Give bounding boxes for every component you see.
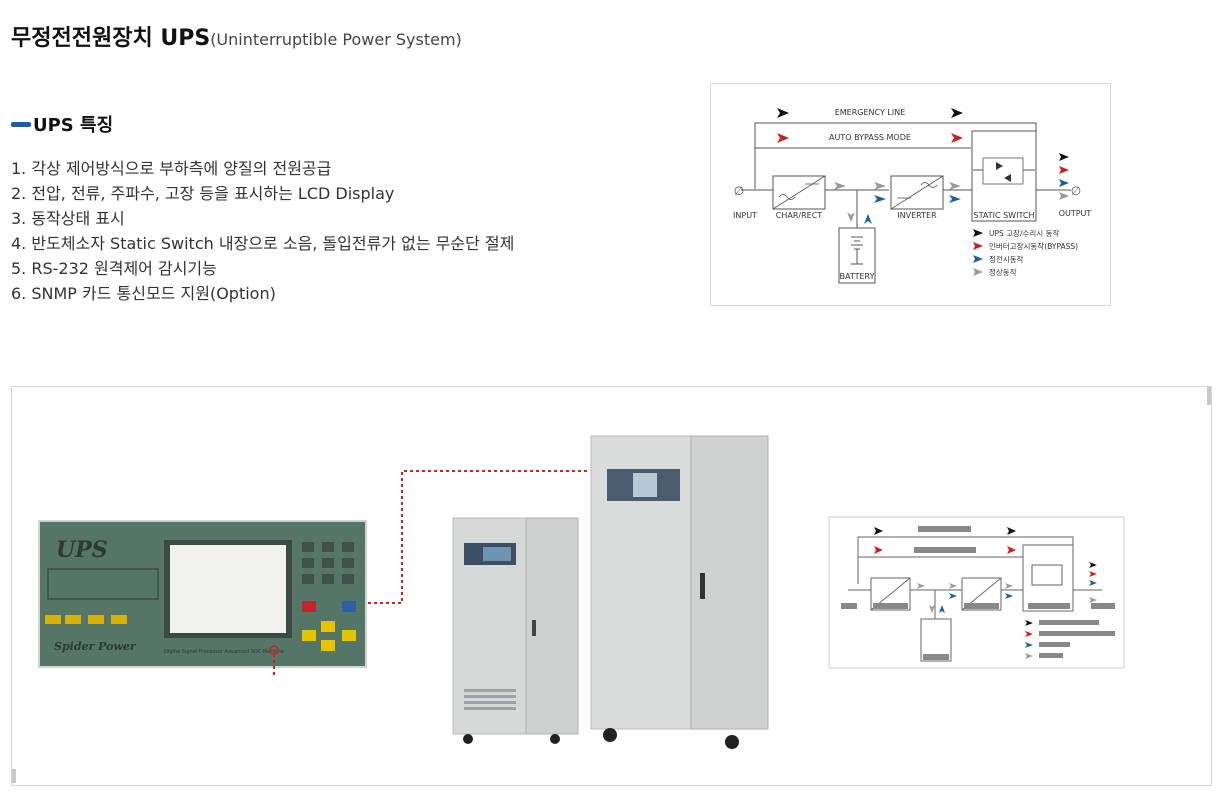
arrow-black-icon [777, 108, 789, 118]
arrow-red-icon [951, 133, 963, 143]
ups-block-diagram: EMERGENCY LINE AUTO BYPASS MODE STATIC S… [710, 83, 1111, 306]
product-panel: UPS Spider Power Digital Signal Processo… [11, 386, 1212, 786]
feature-item: 6. SNMP 카드 통신모드 지원(Option) [11, 284, 276, 303]
output-phi-symbol: ∅ [1071, 184, 1081, 198]
legend-item: 정상동작 [989, 267, 1017, 277]
battery-label: BATTERY [840, 272, 875, 281]
feature-list: 1. 각상 제어방식으로 부하측에 양질의 전원공급 2. 전압, 전류, 주파… [11, 156, 514, 306]
lcd-screen [170, 545, 286, 633]
legend-item: UPS 고장/수리시 동작 [989, 228, 1059, 238]
feature-item: 3. 동작상태 표시 [11, 209, 125, 228]
emergency-line-label: EMERGENCY LINE [835, 108, 906, 117]
scrollbar-thumb[interactable] [1207, 387, 1211, 405]
static-switch-label: STATIC SWITCH [974, 211, 1035, 220]
panel-brand-text: UPS [56, 537, 108, 563]
feature-item: 1. 각상 제어방식으로 부하측에 양질의 전원공급 [11, 159, 332, 178]
output-label: OUTPUT [1059, 209, 1092, 218]
block-diagram-svg: EMERGENCY LINE AUTO BYPASS MODE STATIC S… [733, 108, 1092, 284]
ups-cabinet-small [452, 517, 579, 744]
panel-maker-text: Spider Power [54, 640, 137, 653]
panel-caption-text: Digital Signal Processor Advanced SOC Ma… [164, 649, 284, 655]
page-title-main: 무정전전원장치 UPS [11, 26, 211, 51]
legend-item: 인버터고장시동작(BYPASS) [989, 241, 1078, 251]
static-switch-box [971, 130, 1037, 222]
section-heading: UPS 특징 [11, 111, 113, 137]
ups-cabinet-large [590, 435, 769, 749]
scrollbar-thumb[interactable] [12, 769, 16, 783]
feature-item: 4. 반도체소자 Static Switch 내장으로 소음, 돌입전류가 없는… [11, 234, 515, 253]
input-phi-symbol: ∅ [734, 184, 744, 198]
feature-item: 2. 전압, 전류, 주파수, 고장 등을 표시하는 LCD Display [11, 184, 395, 203]
feature-item: 5. RS-232 원격제어 감시기능 [11, 259, 217, 278]
page-title-sub: (Uninterruptible Power System) [210, 30, 462, 49]
page-title: 무정전전원장치 UPS(Uninterruptible Power System… [11, 20, 462, 52]
auto-bypass-label: AUTO BYPASS MODE [829, 133, 911, 142]
simplified-block-diagram [828, 516, 1125, 669]
section-heading-text: UPS 특징 [33, 115, 114, 136]
arrow-red-icon [777, 133, 789, 143]
legend-item: 정전시동작 [989, 254, 1024, 264]
heading-bar-icon [11, 121, 31, 127]
char-rect-label: CHAR/RECT [776, 211, 823, 220]
control-panel-closeup: UPS Spider Power Digital Signal Processo… [38, 520, 367, 668]
input-label: INPUT [733, 211, 757, 220]
arrow-black-icon [951, 108, 963, 118]
callout-line [368, 470, 587, 604]
inverter-label: INVERTER [897, 211, 937, 220]
product-illustration: UPS Spider Power Digital Signal Processo… [38, 435, 1125, 749]
